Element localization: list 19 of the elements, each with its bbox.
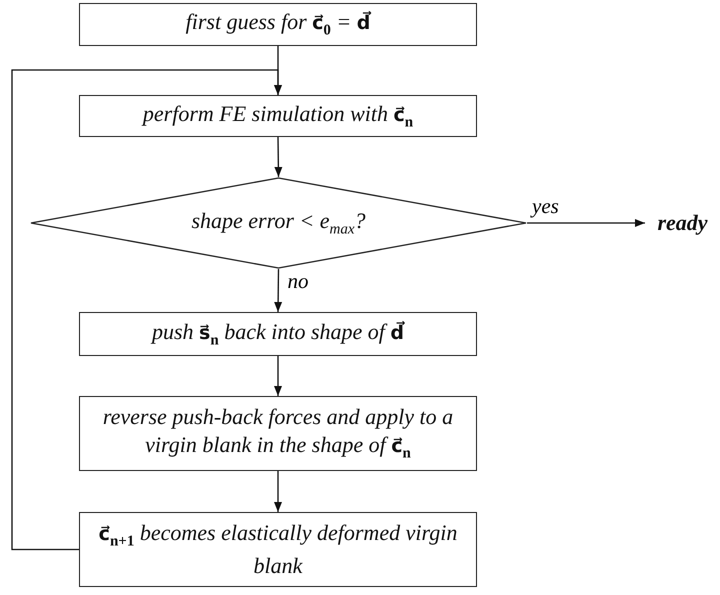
arrow (274, 137, 282, 177)
node-text: ready (657, 208, 708, 237)
process-box (79, 512, 477, 587)
arrow (274, 471, 282, 512)
node-text: c⃗$_{n+1}$ becomes elastically deformed virgin blank (98, 518, 458, 580)
arrow (274, 356, 282, 396)
node-text: push s⃗$_{n}$ back into shape of d⃗ (152, 318, 404, 350)
decision-diamond (30, 177, 527, 269)
node-text: perform FE simulation with c⃗$_{n}$ (142, 100, 414, 132)
process-box (79, 3, 477, 46)
node-text: shape error < e$_{max}$? (191, 206, 366, 239)
arrow (274, 269, 282, 312)
process-box (79, 312, 477, 356)
process-box (79, 396, 477, 471)
process-box (79, 95, 477, 137)
node-text: reverse push-back forces and apply to a virgin blank in the shape of c⃗$_{n}$ (102, 402, 454, 464)
arrow (11, 69, 282, 550)
arrow (527, 219, 645, 227)
node-text: first guess for c⃗$_{0}$ = d⃗ (186, 8, 370, 40)
